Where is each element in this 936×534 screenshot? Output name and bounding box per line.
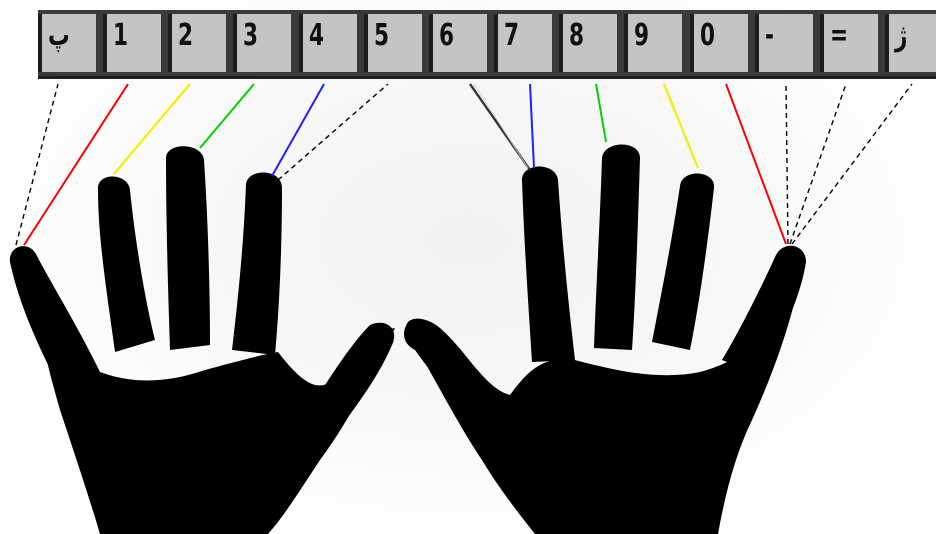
right-index-finger	[522, 167, 575, 363]
guide-line-3	[200, 84, 254, 148]
guide-line-minus	[786, 84, 788, 244]
left-middle-finger	[166, 146, 210, 350]
guide-line-5	[278, 84, 388, 180]
guide-lines	[16, 84, 912, 245]
guide-line-pe	[16, 84, 58, 245]
right-middle-finger	[594, 145, 640, 351]
guide-line-equals	[790, 84, 846, 244]
left-pinky-finger	[10, 246, 100, 398]
left-hand	[10, 146, 395, 534]
guide-line-9	[664, 84, 698, 168]
left-index-finger	[232, 172, 282, 355]
right-hand	[404, 145, 806, 534]
guide-line-0	[726, 84, 786, 244]
guide-line-4	[272, 84, 324, 176]
right-pinky-finger	[722, 246, 806, 375]
guide-line-6-glow	[474, 84, 528, 168]
left-ring-finger	[98, 177, 155, 353]
guide-line-zhe	[792, 84, 912, 244]
guide-line-7	[530, 84, 534, 168]
right-thumb	[404, 319, 520, 455]
guide-line-8	[596, 84, 606, 142]
right-ring-finger	[652, 173, 714, 350]
